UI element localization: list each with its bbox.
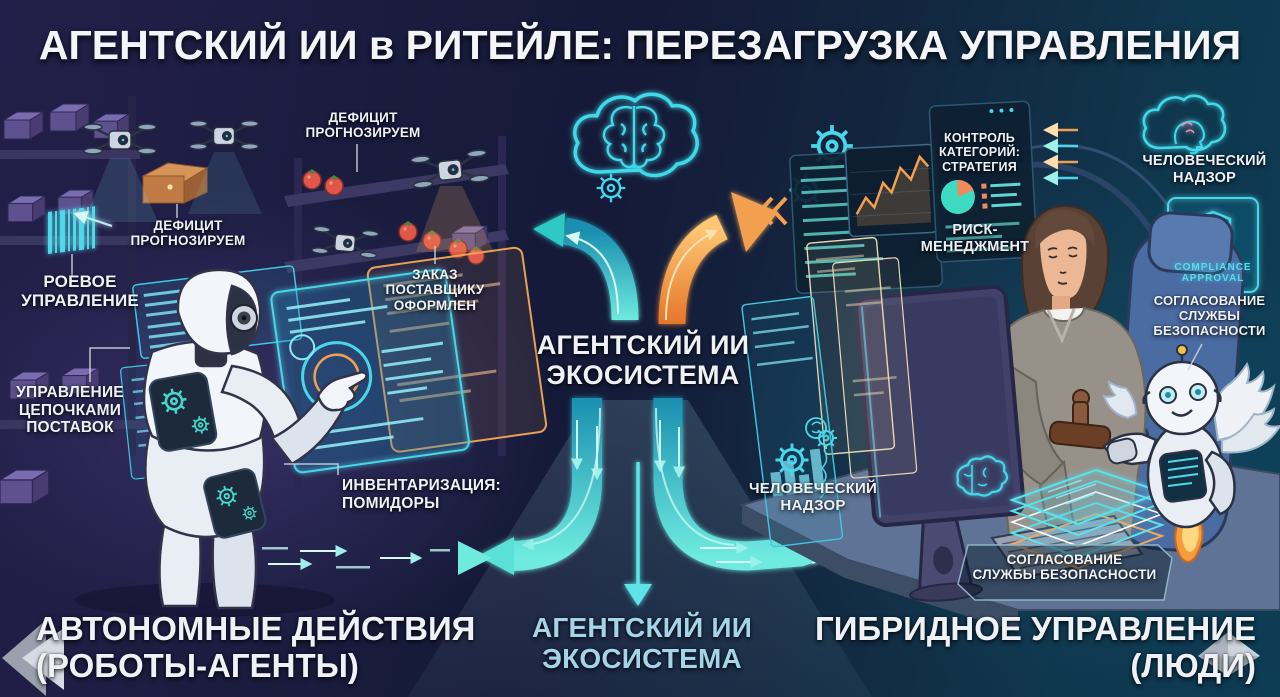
label-human-oversight-mid: ЧЕЛОВЕЧЕСКИЙ НАДЗОР xyxy=(748,480,878,515)
label-supply-chain: УПРАВЛЕНИЕ ЦЕПОЧКАМИ ПОСТАВОК xyxy=(16,384,124,437)
monitor xyxy=(854,284,1026,602)
warehouse-scene xyxy=(0,96,548,617)
label-security-approval-bottom: СОГЛАСОВАНИЕ СЛУЖБЫ БЕЗОПАСНОСТИ xyxy=(972,552,1157,583)
compliance-approval-badge-text: COMPLIANCE APPROVAL xyxy=(1174,262,1252,285)
connector-lines xyxy=(71,144,1203,475)
label-human-oversight-top: ЧЕЛОВЕЧЕСКИЙ НАДЗОР xyxy=(1142,153,1267,186)
footer-hybrid-management: ГИБРИДНОЕ УПРАВЛЕНИЕ (ЛЮДИ) xyxy=(815,610,1256,684)
barcode-icon xyxy=(48,206,113,254)
orange-chevrons xyxy=(757,196,788,226)
stamped-documents xyxy=(1009,468,1165,570)
brain-icon-desk xyxy=(956,455,1009,497)
footer-decor xyxy=(2,620,1260,696)
light-cone xyxy=(408,400,872,697)
gear-icon xyxy=(595,172,627,204)
drone-light-cones xyxy=(84,152,494,252)
flow-band-left xyxy=(258,541,492,575)
diamond-icon xyxy=(1198,632,1260,676)
ecosystem-trunk xyxy=(478,398,937,606)
label-supplier-order: ЗАКАЗ ПОСТАВЩИКУ ОФОРМЛЕН xyxy=(385,267,485,313)
gear-head-icon xyxy=(774,417,838,499)
label-swarm-control: РОЕВОЕ УПРАВЛЕНИЕ xyxy=(21,272,139,311)
cloud-brain-icon xyxy=(573,92,699,178)
cloud-head-icon xyxy=(1142,94,1227,155)
branch-arrow-left-cyan xyxy=(533,213,639,321)
footer-ecosystem: АГЕНТСКИЙ ИИ ЭКОСИСТЕМА xyxy=(531,612,753,675)
bullet-list xyxy=(981,182,1022,209)
brain-chip-icon xyxy=(289,334,316,361)
page-title: АГЕНТСКИЙ ИИ в РИТЕЙЛЕ: ПЕРЕЗАГРУЗКА УПР… xyxy=(38,22,1242,68)
highlighted-box xyxy=(141,162,209,204)
footer-autonomous-actions: АВТОНОМНЫЕ ДЕЙСТВИЯ (РОБОТЫ-АГЕНТЫ) xyxy=(36,610,476,684)
label-ecosystem-center: АГЕНТСКИЙ ИИ ЭКОСИСТЕМА xyxy=(536,330,750,391)
label-risk-management: РИСК- МЕНЕДЖМЕНТ xyxy=(920,222,1030,255)
robot-pointing-arm xyxy=(220,364,368,466)
holo-documents xyxy=(741,236,918,548)
winged-robot xyxy=(1102,344,1280,563)
security-panel-frame xyxy=(957,544,1173,601)
office-scene xyxy=(700,94,1280,632)
label-inventory-tomatoes: ИНВЕНТАРИЗАЦИЯ: ПОМИДОРЫ xyxy=(342,477,501,512)
mini-arrows xyxy=(1043,122,1078,186)
center-ai-hub xyxy=(258,92,937,606)
dashboard-screens xyxy=(789,100,1038,294)
big-arrow-to-desk-extras xyxy=(700,542,763,568)
double-chevron-left-icon xyxy=(2,620,64,696)
label-deficit-forecast-side: ДЕФИЦИТ ПРОГНОЗИРУЕМ xyxy=(130,218,246,249)
humanoid-robot xyxy=(75,268,368,617)
label-deficit-forecast-top: ДЕФИЦИТ ПРОГНОЗИРУЕМ xyxy=(305,110,421,141)
label-security-approval-side: СОГЛАСОВАНИЕ СЛУЖБЫ БЕЗОПАСНОСТИ xyxy=(1153,293,1266,338)
approval-stamp xyxy=(1048,389,1112,450)
holo-dashboard-touched xyxy=(270,246,548,474)
label-category-control: КОНТРОЛЬ КАТЕГОРИЙ: СТРАТЕГИЯ xyxy=(938,131,1021,174)
